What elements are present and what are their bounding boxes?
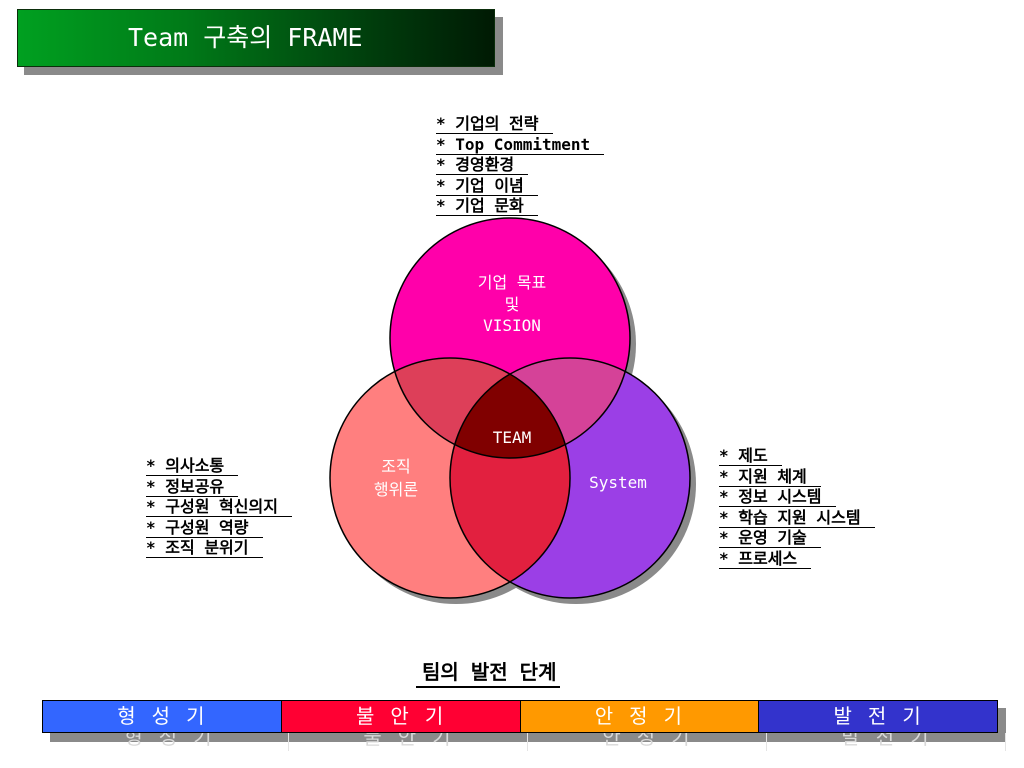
top-circle-label-3: VISION	[483, 316, 541, 335]
list-item: * 정보공유	[146, 477, 292, 499]
list-item: * 구성원 혁신의지	[146, 498, 292, 519]
center-label: TEAM	[493, 428, 532, 447]
left-circle-label-2: 행위론	[374, 480, 418, 499]
list-item: * Top Commitment	[436, 135, 605, 157]
stage-reflection-2: 불 안 기	[289, 733, 528, 751]
top-circle-label-2: 및	[505, 295, 520, 314]
list-item: * 프로세스	[719, 549, 875, 571]
list-item: * 조직 분위기	[146, 539, 292, 560]
stages-title: 팀의 발전 단계	[416, 656, 561, 688]
stage-norming: 안 정 기	[520, 701, 760, 732]
page-title: Team 구축의 FRAME	[17, 9, 495, 67]
top-circle-label-1: 기업 목표	[478, 273, 547, 292]
list-item: * 정보 시스템	[719, 488, 875, 509]
list-item: * 구성원 역량	[146, 518, 292, 540]
top-circle-outline	[389, 217, 631, 459]
stage-reflection-1: 형 성 기	[50, 733, 289, 751]
left-list: * 의사소통 * 정보공유 * 구성원 혁신의지 * 구성원 역량 * 조직 분…	[146, 457, 292, 560]
right-circle-label: System	[589, 473, 647, 492]
list-item: * 경영환경	[436, 156, 604, 177]
center-overlap	[450, 358, 570, 458]
list-item: * 학습 지원 시스템	[719, 508, 875, 530]
stage-reflection-3: 안 정 기	[528, 733, 767, 751]
stage-forming: 형 성 기	[43, 701, 282, 732]
right-list: * 제도 * 지원 체계 * 정보 시스템 * 학습 지원 시스템 * 운영 기…	[719, 447, 875, 570]
list-item: * 기업 이념	[436, 176, 604, 198]
list-item: * 기업 문화	[436, 197, 604, 218]
right-circle-outline	[449, 357, 691, 599]
list-item: * 제도	[719, 447, 875, 468]
list-item: * 기업의 전략	[436, 115, 604, 136]
list-item: * 의사소통	[146, 457, 292, 478]
left-circle-label-1: 조직	[381, 457, 410, 476]
stage-storming: 불 안 기	[281, 701, 521, 732]
stage-reflection: 형 성 기 불 안 기 안 정 기 발 전 기	[50, 733, 1006, 751]
left-circle-outline	[329, 357, 571, 599]
list-item: * 지원 체계	[719, 467, 875, 489]
list-item: * 운영 기술	[719, 529, 875, 550]
stage-bar: 형 성 기 불 안 기 안 정 기 발 전 기	[42, 700, 998, 733]
stage-performing: 발 전 기	[759, 701, 997, 732]
stage-reflection-4: 발 전 기	[767, 733, 1006, 751]
top-list: * 기업의 전략 * Top Commitment * 경영환경 * 기업 이념…	[436, 115, 605, 218]
